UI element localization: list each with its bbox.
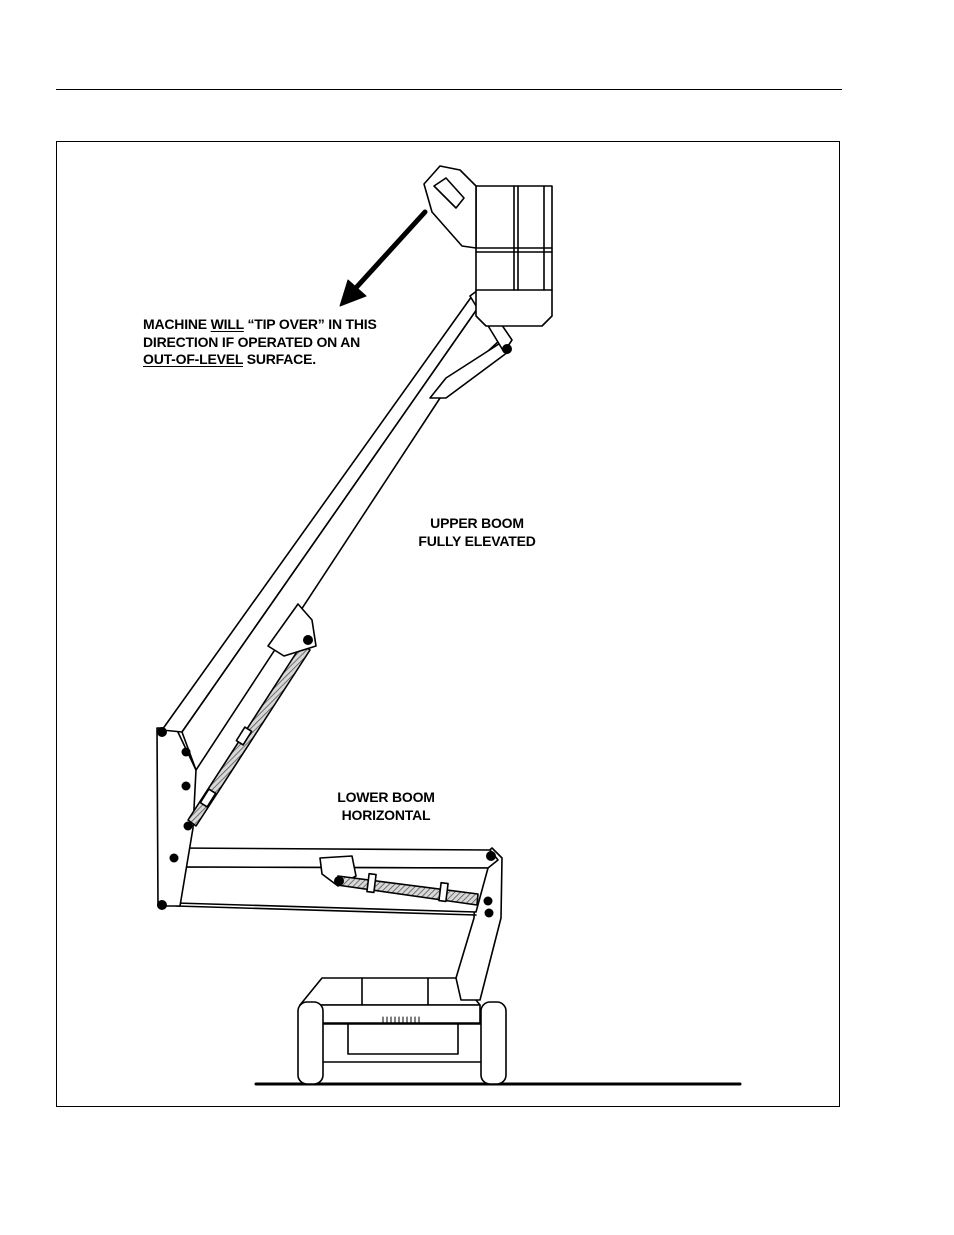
lower-boom-label-line-2: HORIZONTAL	[341, 806, 431, 823]
warning-line-3: OUT-OF-LEVEL SURFACE.	[143, 351, 316, 367]
lower-boom-label-line-1: LOWER BOOM	[337, 789, 435, 805]
wheel-right	[480, 1001, 507, 1085]
lower-boom-label: LOWER BOOM HORIZONTAL	[318, 789, 454, 824]
warning-line-1: MACHINE WILL “TIP OVER” IN THIS	[143, 316, 377, 332]
tip-over-arrow	[339, 209, 428, 307]
chassis	[299, 977, 485, 1063]
tip-over-warning-note: MACHINE WILL “TIP OVER” IN THIS DIRECTIO…	[143, 316, 377, 369]
upper-boom-label-line-1: UPPER BOOM	[430, 515, 524, 531]
warning-emphasis-out-of-level: OUT-OF-LEVEL	[143, 351, 244, 367]
warning-emphasis-will: WILL	[210, 316, 244, 332]
warning-line-2: DIRECTION IF OPERATED ON AN	[143, 333, 361, 350]
figure-frame	[56, 141, 840, 1107]
wheel-left	[297, 1001, 324, 1085]
pivot-pins	[157, 344, 512, 918]
upper-boom-label-line-2: FULLY ELEVATED	[418, 532, 536, 549]
upper-boom-label: UPPER BOOM FULLY ELEVATED	[402, 515, 552, 550]
platform-basket	[423, 165, 553, 327]
header-rule	[56, 89, 842, 90]
